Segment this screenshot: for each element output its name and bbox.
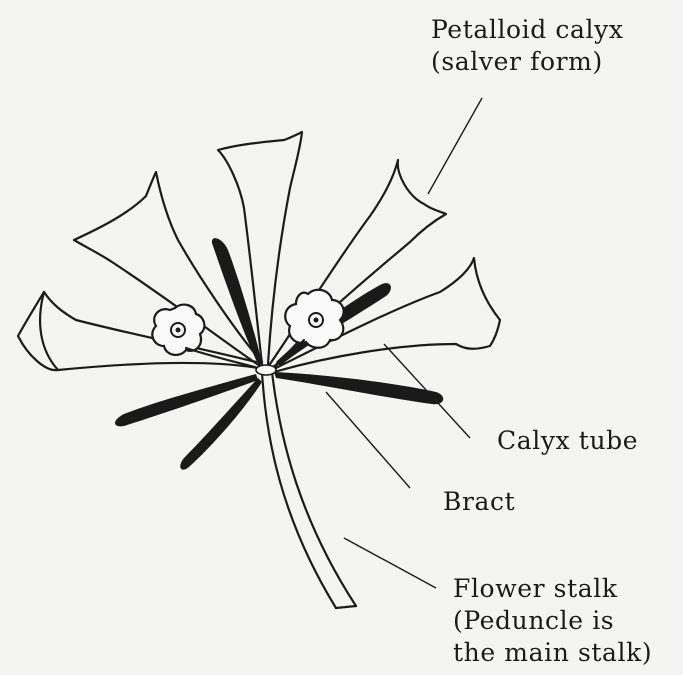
bract-right xyxy=(274,372,443,404)
label-calyx-tube: Calyx tube xyxy=(497,425,638,457)
inflorescence-hub xyxy=(256,365,276,375)
label-petalloid-calyx-line-2: (salver form) xyxy=(431,46,624,78)
label-flower-stalk: Flower stalk (Peduncle is the main stalk… xyxy=(453,573,652,669)
label-bract: Bract xyxy=(443,486,515,518)
leader-bract xyxy=(326,392,410,488)
leader-petalloid-calyx xyxy=(428,98,482,194)
bract-left xyxy=(115,374,258,426)
label-flower-stalk-line-3: the main stalk) xyxy=(453,637,652,669)
label-flower-stalk-line-1: Flower stalk xyxy=(453,573,652,605)
label-petalloid-calyx: Petalloid calyx (salver form) xyxy=(431,14,624,78)
label-flower-stalk-line-2: (Peduncle is xyxy=(453,605,652,637)
leader-flower-stalk xyxy=(344,538,436,588)
flower-stalk xyxy=(262,372,356,608)
label-petalloid-calyx-line-1: Petalloid calyx xyxy=(431,14,624,46)
calyx-flowers xyxy=(18,132,500,372)
